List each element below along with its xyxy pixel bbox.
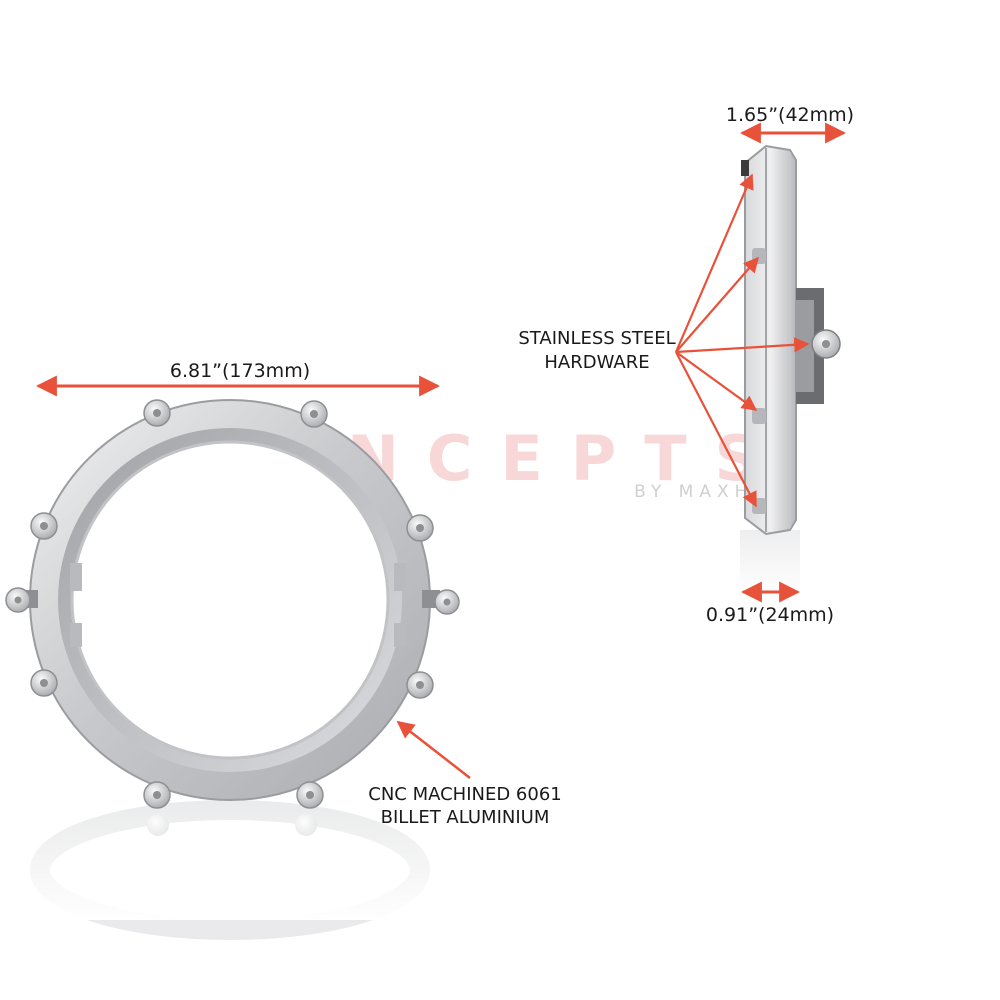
front-ring bbox=[29, 399, 431, 801]
depth-total-label: 1.65”(42mm) bbox=[726, 104, 854, 126]
bolt-icon bbox=[406, 514, 434, 542]
bolt-icon bbox=[143, 399, 171, 427]
hardware-label-line1: STAINLESS STEEL bbox=[518, 328, 675, 349]
depth-flange-label: 0.91”(24mm) bbox=[706, 604, 834, 626]
bolt-icon bbox=[30, 669, 58, 697]
bolt-icon bbox=[143, 781, 171, 809]
side-bolt-right bbox=[422, 589, 460, 615]
hardware-label-line2: HARDWARE bbox=[544, 352, 649, 373]
side-bolt-left bbox=[5, 587, 38, 613]
diameter-label: 6.81”(173mm) bbox=[170, 360, 310, 382]
diameter-dimension: 6.81”(173mm) bbox=[35, 360, 441, 397]
front-ring-reflection bbox=[20, 800, 440, 940]
depth-total-dimension: 1.65”(42mm) bbox=[726, 104, 854, 144]
material-label-line1: CNC MACHINED 6061 bbox=[368, 784, 562, 805]
material-label-line2: BILLET ALUMINIUM bbox=[381, 807, 550, 828]
bolt-icon bbox=[30, 512, 58, 540]
hardware-callout: STAINLESS STEEL HARDWARE bbox=[518, 173, 810, 508]
side-profile-reflection bbox=[730, 525, 810, 595]
depth-flange-dimension: 0.91”(24mm) bbox=[706, 581, 834, 626]
face-bolts bbox=[30, 399, 434, 809]
bolt-icon bbox=[296, 781, 324, 809]
side-profile bbox=[741, 144, 841, 536]
material-callout: CNC MACHINED 6061 BILLET ALUMINIUM bbox=[368, 720, 562, 828]
profile-body bbox=[744, 144, 797, 536]
bolt-icon bbox=[406, 671, 434, 699]
bolt-icon bbox=[300, 400, 328, 428]
ring-opening bbox=[70, 440, 390, 760]
